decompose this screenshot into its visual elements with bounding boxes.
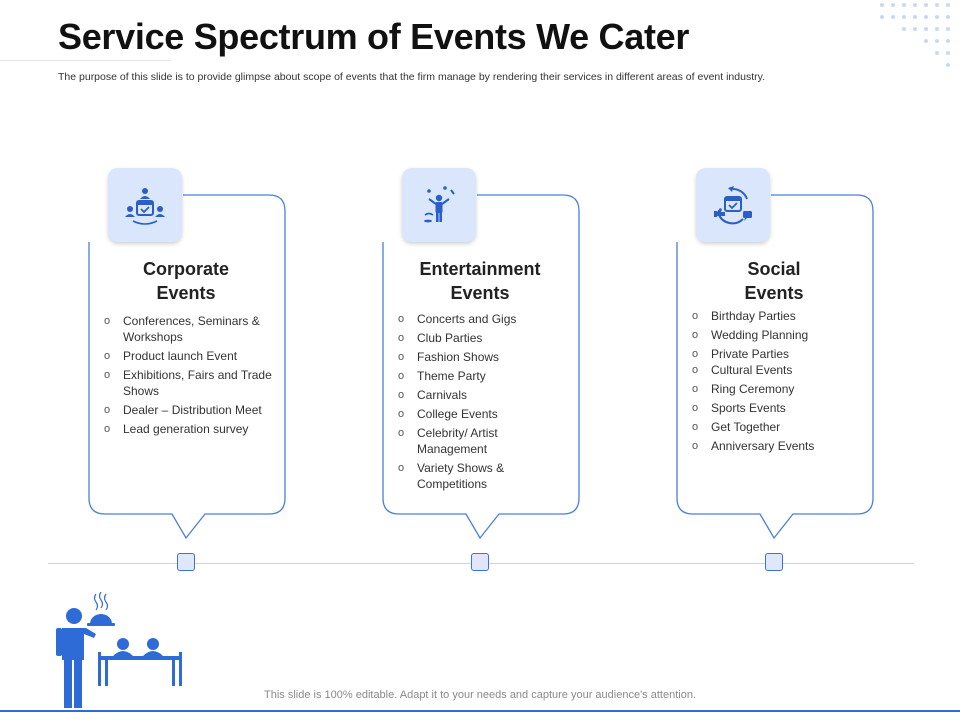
card-title-line2: Events [156,283,216,303]
list-item: Variety Shows & Competitions [398,460,568,492]
juggler-icon [402,168,476,242]
card-callout-frame [88,194,286,540]
list-item: Carnivals [398,387,568,403]
event-list: Birthday Parties Wedding Planning Privat… [692,308,862,457]
card-title: Corporate Events [88,257,284,305]
list-item: Wedding Planning [692,327,862,343]
card-callout-frame [382,194,580,540]
list-item: Concerts and Gigs [398,311,568,327]
calendar-social-icon [696,168,770,242]
page-title: Service Spectrum of Events We Cater [58,16,690,57]
waiter-serving-guests-illustration [56,592,182,708]
card-title-line2: Events [744,283,804,303]
card-entertainment-events: Entertainment Events Concerts and Gigs C… [382,168,582,548]
list-item: Sports Events [692,400,862,416]
list-item: Club Parties [398,330,568,346]
list-item: Conferences, Seminars & Workshops [104,313,274,345]
card-corporate-events: Corporate Events Conferences, Seminars &… [88,168,288,548]
list-item: Anniversary Events [692,438,862,454]
footer-note: This slide is 100% editable. Adapt it to… [264,689,696,701]
list-item: Celebrity/ Artist Management [398,425,568,457]
bottom-accent-bar [0,710,960,712]
list-item: Ring Ceremony [692,381,862,397]
list-item: Theme Party [398,368,568,384]
calendar-people-icon [108,168,182,242]
list-item: Birthday Parties [692,308,862,324]
list-item: Lead generation survey [104,421,274,437]
list-item: Cultural Events [692,362,862,378]
page-subtitle: The purpose of this slide is to provide … [58,71,765,83]
card-title-line1: Entertainment [419,259,541,279]
timeline-node [177,553,195,571]
card-title-line2: Events [450,283,510,303]
list-item: Exhibitions, Fairs and Trade Shows [104,367,274,399]
list-item: Fashion Shows [398,349,568,365]
card-title-line1: Social [747,259,801,279]
card-title: Social Events [676,257,872,305]
divider [0,60,170,61]
card-title: Entertainment Events [382,257,578,305]
card-callout-frame [676,194,874,540]
timeline-node [765,553,783,571]
event-list: Conferences, Seminars & Workshops Produc… [104,313,274,440]
list-item: College Events [398,406,568,422]
event-list: Concerts and Gigs Club Parties Fashion S… [398,311,568,495]
list-item: Dealer – Distribution Meet [104,402,274,418]
card-title-line1: Corporate [142,259,229,279]
list-item: Product launch Event [104,348,274,364]
list-item: Get Together [692,419,862,435]
list-item: Private Parties [692,346,862,362]
timeline-node [471,553,489,571]
card-social-events: Social Events Birthday Parties Wedding P… [676,168,876,548]
decorative-dot-grid [880,3,950,67]
